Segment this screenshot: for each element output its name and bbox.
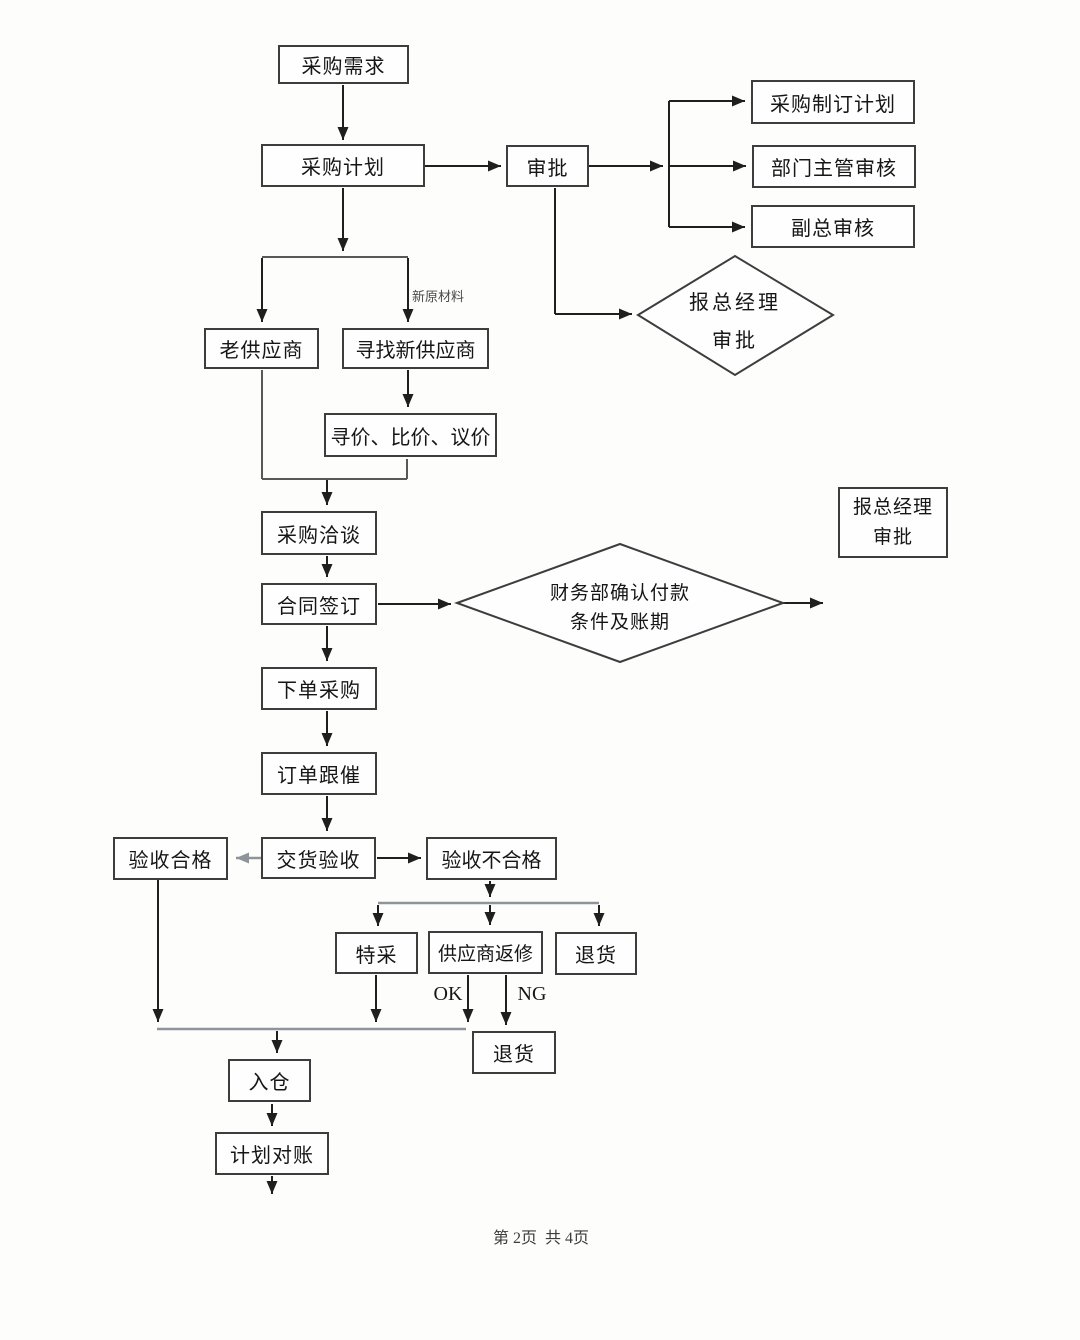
node-vice-gm-review: 副总审核: [751, 205, 915, 248]
node-inspection-pass: 验收合格: [113, 837, 228, 880]
node-approval: 审批: [506, 145, 589, 187]
node-old-supplier: 老供应商: [204, 328, 319, 369]
node-return-goods-top: 退货: [555, 932, 637, 975]
node-supplier-rework: 供应商返修: [428, 931, 543, 974]
decision-finance-confirm: 财务部确认付款 条件及账期: [549, 583, 690, 633]
edge-label-ng: NG: [517, 983, 547, 1005]
node-place-order: 下单采购: [261, 667, 377, 710]
gm-approval-diamond-shape: [636, 254, 835, 377]
node-special-acceptance: 特采: [335, 932, 418, 974]
decision-report-gm-approval: 报总经理 审批: [689, 292, 781, 352]
node-price-inquiry: 寻价、比价、议价: [324, 413, 497, 457]
node-make-procurement-plan: 采购制订计划: [751, 80, 915, 124]
edge-label-new-raw-material: 新原材料: [412, 289, 465, 304]
edge-label-ok: OK: [433, 983, 463, 1005]
node-report-gm-approval: 报总经理 审批: [838, 487, 948, 558]
node-contract-signing: 合同签订: [261, 583, 377, 625]
node-order-follow-up: 订单跟催: [261, 752, 377, 795]
page-footer: 第 2页 共 4页: [492, 1230, 589, 1247]
finance-confirm-diamond-shape: [454, 542, 786, 664]
node-purchase-plan: 采购计划: [261, 144, 425, 187]
node-return-goods-bottom: 退货: [472, 1031, 556, 1074]
node-find-new-supplier: 寻找新供应商: [342, 328, 489, 369]
node-dept-manager-review: 部门主管审核: [752, 145, 916, 188]
node-purchase-demand: 采购需求: [278, 45, 409, 84]
node-inspection-fail: 验收不合格: [426, 837, 557, 880]
node-warehouse-in: 入仓: [228, 1059, 311, 1102]
node-procurement-negotiation: 采购洽谈: [261, 511, 377, 555]
node-delivery-inspection: 交货验收: [261, 837, 376, 879]
node-plan-reconciliation: 计划对账: [215, 1132, 329, 1175]
